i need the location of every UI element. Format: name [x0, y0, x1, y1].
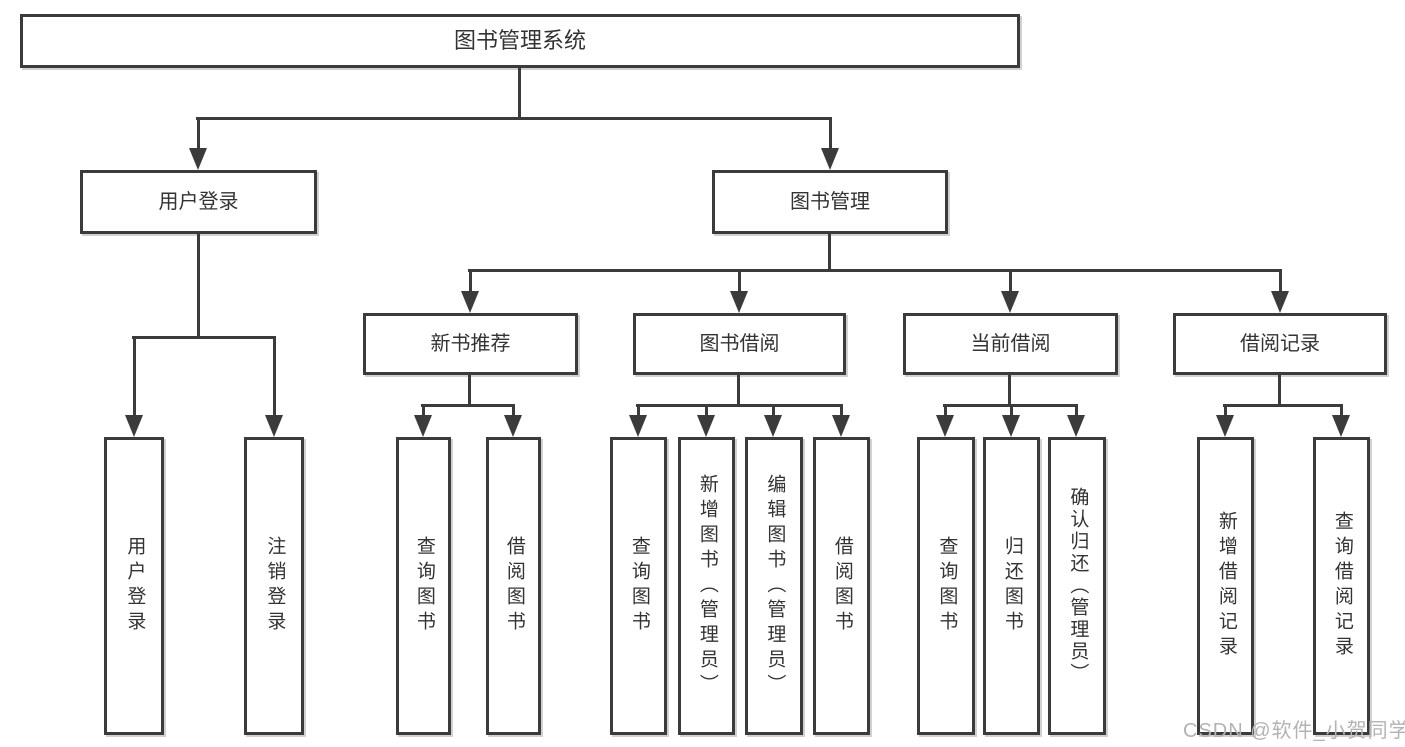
- node-book-borrowing: 图书借阅: [633, 313, 846, 375]
- arrow-stem: [636, 405, 640, 423]
- connector-line: [132, 336, 276, 339]
- arrow-stem: [839, 405, 843, 423]
- down-arrow: [125, 337, 143, 437]
- arrow-head-icon: [1271, 291, 1289, 313]
- down-arrow: [1067, 405, 1085, 437]
- leaf-records-query-record: 查询借阅记录: [1313, 437, 1370, 735]
- down-arrow: [821, 118, 839, 170]
- arrow-stem: [737, 270, 741, 299]
- leaf-current-confirm-return-admin: 确认归还（管理员）: [1048, 437, 1106, 735]
- connector-line: [1223, 404, 1343, 407]
- arrow-head-icon: [821, 148, 839, 170]
- arrow-stem: [468, 270, 472, 299]
- node-book-management: 图书管理: [712, 170, 948, 234]
- down-arrow: [629, 405, 647, 437]
- leaf-recommend-query-books: 查询图书: [396, 437, 451, 735]
- arrow-head-icon: [504, 415, 522, 437]
- down-arrow: [1216, 405, 1234, 437]
- node-current-borrowing: 当前借阅: [903, 313, 1118, 375]
- arrow-head-icon: [1002, 415, 1020, 437]
- down-arrow: [832, 405, 850, 437]
- down-arrow: [1332, 405, 1350, 437]
- connector-line: [828, 234, 831, 270]
- node-borrowing-records: 借阅记录: [1173, 313, 1387, 375]
- leaf-borrowing-query-books: 查询图书: [610, 437, 667, 735]
- down-arrow: [730, 270, 748, 313]
- down-arrow: [189, 118, 207, 170]
- down-arrow: [697, 405, 715, 437]
- arrow-head-icon: [936, 415, 954, 437]
- down-arrow: [1271, 270, 1289, 313]
- arrow-stem: [1074, 405, 1078, 423]
- arrow-head-icon: [629, 415, 647, 437]
- connector-line: [636, 404, 843, 407]
- connector-line: [737, 375, 740, 406]
- connector-line: [196, 117, 832, 120]
- connector-line: [468, 375, 471, 406]
- arrow-head-icon: [265, 415, 283, 437]
- connector-line: [1008, 375, 1011, 406]
- leaf-current-query-books: 查询图书: [917, 437, 975, 735]
- leaf-logout: 注销登录: [244, 437, 304, 735]
- arrow-head-icon: [461, 291, 479, 313]
- node-library-system: 图书管理系统: [20, 14, 1020, 68]
- arrow-stem: [1009, 405, 1013, 423]
- leaf-borrowing-borrow-books: 借阅图书: [813, 437, 870, 735]
- arrow-head-icon: [1001, 291, 1019, 313]
- leaf-records-add-record: 新增借阅记录: [1197, 437, 1254, 735]
- arrow-head-icon: [1067, 415, 1085, 437]
- arrow-stem: [1278, 270, 1282, 299]
- arrow-stem: [1008, 270, 1012, 299]
- connector-line: [1278, 375, 1281, 406]
- arrow-head-icon: [189, 148, 207, 170]
- arrow-stem: [828, 118, 832, 156]
- down-arrow: [265, 337, 283, 437]
- down-arrow: [1001, 270, 1019, 313]
- arrow-head-icon: [832, 415, 850, 437]
- arrow-stem: [943, 405, 947, 423]
- connector-line: [468, 269, 1282, 272]
- down-arrow: [1002, 405, 1020, 437]
- leaf-user-login: 用户登录: [104, 437, 164, 735]
- arrow-head-icon: [1216, 415, 1234, 437]
- leaf-borrowing-edit-books-admin: 编辑图书（管理员）: [745, 437, 803, 735]
- arrow-head-icon: [764, 415, 782, 437]
- node-new-book-recommend: 新书推荐: [363, 313, 578, 375]
- node-user-login: 用户登录: [80, 170, 317, 234]
- arrow-head-icon: [125, 415, 143, 437]
- arrow-head-icon: [1332, 415, 1350, 437]
- down-arrow: [414, 405, 432, 437]
- arrow-stem: [1223, 405, 1227, 423]
- down-arrow: [504, 405, 522, 437]
- down-arrow: [764, 405, 782, 437]
- leaf-borrowing-add-books-admin: 新增图书（管理员）: [678, 437, 735, 735]
- leaf-current-return-books: 归还图书: [983, 437, 1040, 735]
- connector-line: [421, 404, 515, 407]
- arrow-stem: [771, 405, 775, 423]
- connector-line: [518, 68, 521, 118]
- arrow-stem: [511, 405, 515, 423]
- leaf-recommend-borrow-books: 借阅图书: [486, 437, 541, 735]
- arrow-stem: [132, 337, 136, 423]
- arrow-stem: [421, 405, 425, 423]
- arrow-head-icon: [697, 415, 715, 437]
- csdn-watermark: CSDN @软件_小贺同学: [1183, 720, 1405, 742]
- down-arrow: [936, 405, 954, 437]
- arrow-head-icon: [414, 415, 432, 437]
- arrow-stem: [272, 337, 276, 423]
- connector-line: [197, 234, 200, 337]
- arrow-stem: [704, 405, 708, 423]
- down-arrow: [461, 270, 479, 313]
- arrow-stem: [196, 118, 200, 156]
- arrow-head-icon: [730, 291, 748, 313]
- arrow-stem: [1339, 405, 1343, 423]
